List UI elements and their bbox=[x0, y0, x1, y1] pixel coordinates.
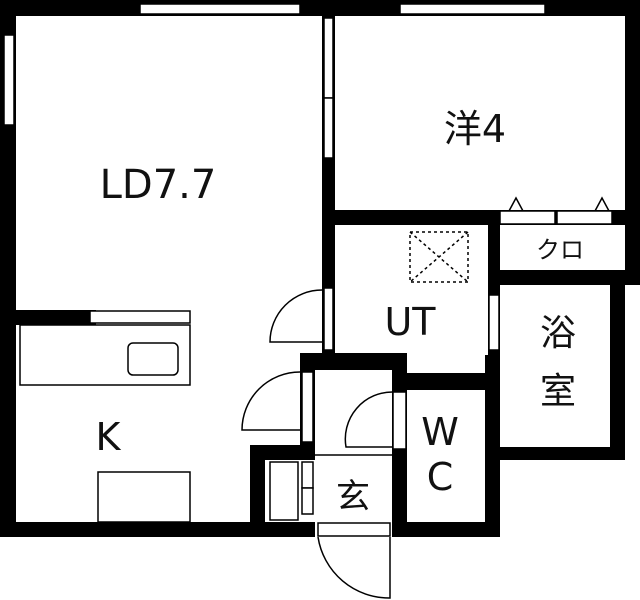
sliding-door-a bbox=[323, 17, 334, 99]
label-wc-2: C bbox=[427, 455, 454, 499]
room-labels: LD7.7 洋4 クロ UT 浴 室 K W C 玄 bbox=[96, 107, 584, 517]
wall-bath-bottom bbox=[488, 447, 625, 460]
wc-door-swing bbox=[344, 391, 394, 448]
closet-door-b bbox=[556, 210, 613, 225]
label-kitchen: K bbox=[96, 415, 122, 459]
wall-bottom-left bbox=[0, 522, 315, 537]
label-western: 洋4 bbox=[444, 107, 506, 151]
label-wc-1: W bbox=[421, 410, 459, 454]
wall-wc-top bbox=[392, 373, 500, 390]
front-door-swing bbox=[317, 536, 391, 599]
door-swings bbox=[241, 196, 610, 599]
entry-door-swing bbox=[241, 371, 301, 431]
window-left bbox=[3, 34, 15, 126]
wall-storage-left bbox=[250, 445, 265, 537]
wall-wc-right bbox=[485, 355, 500, 537]
storage-door-b bbox=[301, 487, 314, 515]
wall-entry-top bbox=[300, 353, 407, 370]
bath-door bbox=[488, 294, 500, 351]
kitchen-counter bbox=[89, 310, 191, 324]
label-closet: クロ bbox=[536, 236, 584, 264]
label-ut: UT bbox=[384, 300, 436, 344]
window-ld bbox=[139, 3, 301, 15]
fridge-space bbox=[97, 471, 191, 523]
wall-right-upper bbox=[625, 0, 640, 285]
entry-door-gap bbox=[301, 371, 314, 443]
wall-closet-bottom bbox=[488, 270, 625, 285]
wall-kitchen-top bbox=[16, 310, 96, 325]
wc-door-gap bbox=[392, 391, 407, 450]
ceiling-hatch-cross bbox=[409, 231, 469, 283]
front-door-threshold bbox=[317, 522, 391, 537]
closet-hinge-icons bbox=[508, 196, 610, 212]
label-bath-2: 室 bbox=[540, 371, 576, 412]
storage-door-a bbox=[301, 461, 314, 489]
label-bath-1: 浴 bbox=[540, 313, 576, 354]
openings bbox=[3, 3, 613, 537]
wall-left bbox=[0, 0, 16, 537]
storage-space bbox=[269, 461, 299, 521]
wall-right-bath bbox=[610, 270, 625, 460]
wall-bottom-right bbox=[392, 522, 500, 537]
ut-door-gap bbox=[323, 287, 334, 351]
label-entrance: 玄 bbox=[336, 477, 370, 517]
ut-door-swing bbox=[269, 289, 323, 343]
wall-storage-top bbox=[250, 445, 315, 460]
label-ld: LD7.7 bbox=[100, 162, 217, 208]
window-western bbox=[399, 3, 546, 15]
sliding-door-b bbox=[323, 97, 334, 159]
closet-door-a bbox=[499, 210, 556, 225]
sink-icon bbox=[127, 342, 179, 376]
